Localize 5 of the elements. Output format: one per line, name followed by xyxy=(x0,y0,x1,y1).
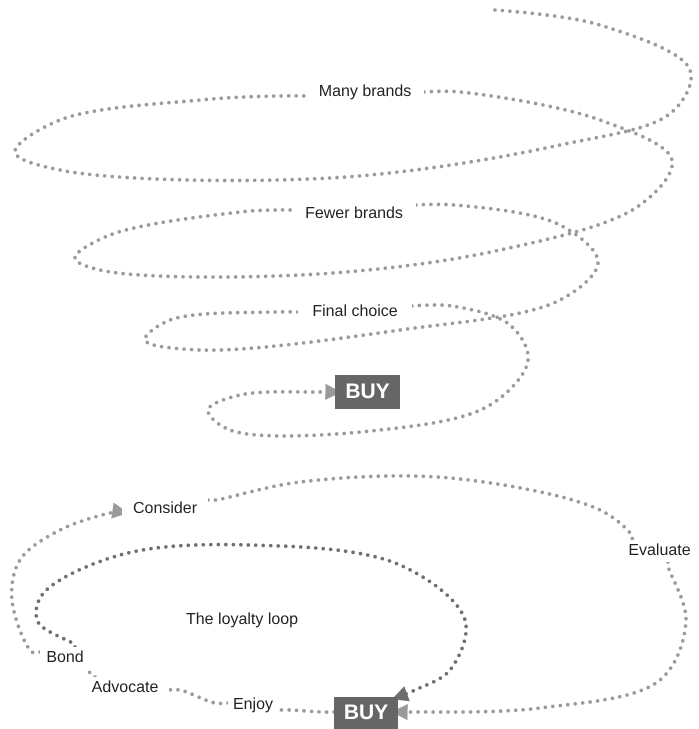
loop-title: The loyalty loop xyxy=(186,611,298,629)
buy-box: BUY xyxy=(334,697,398,729)
buy-box: BUY xyxy=(335,375,400,409)
dotted-arrow xyxy=(34,542,468,702)
dotted-arrow xyxy=(206,303,530,438)
